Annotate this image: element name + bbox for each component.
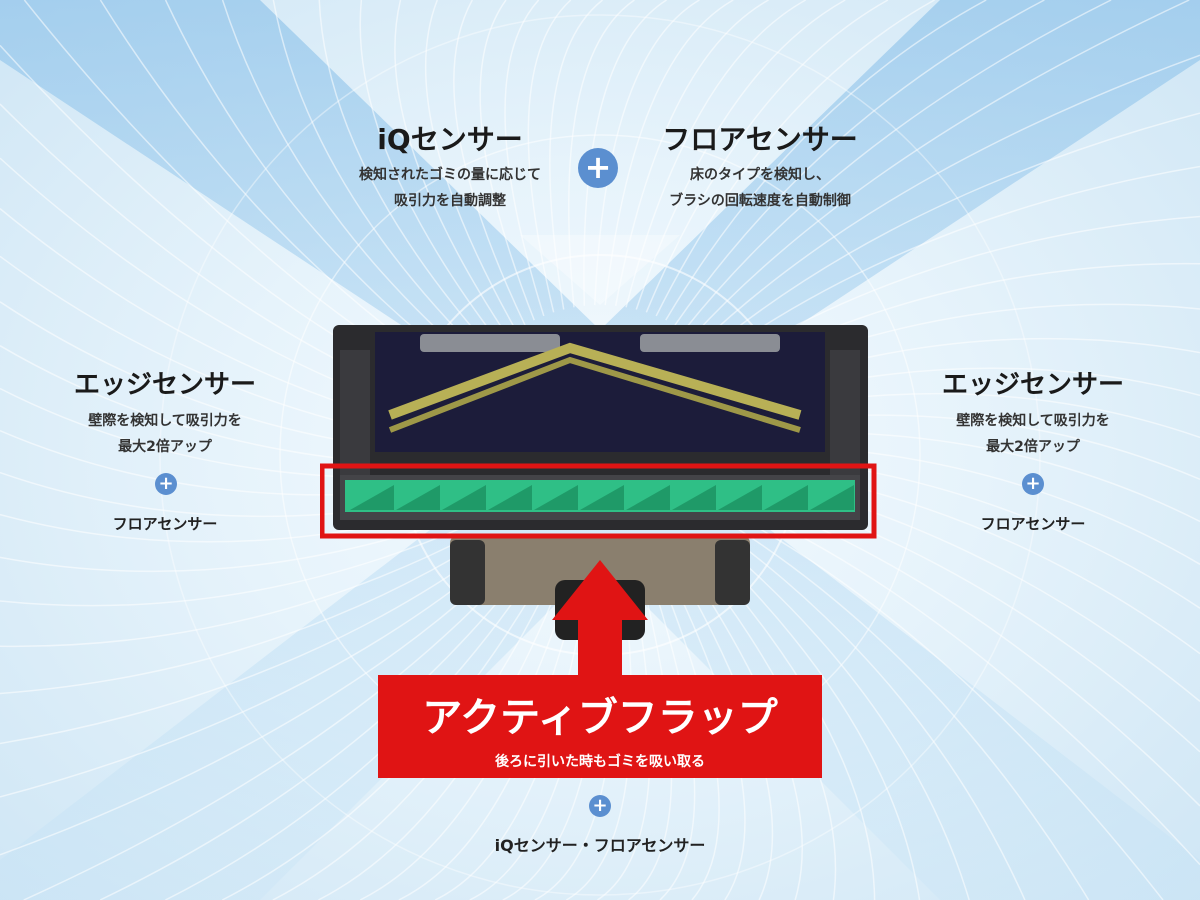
desc-line: 壁際を検知して吸引力を — [956, 413, 1110, 429]
center-sensors-text: iQセンサー・フロアセンサー — [494, 836, 706, 855]
radial-line — [99, 578, 517, 900]
radial-line — [398, 602, 575, 900]
flap-tooth — [396, 485, 440, 510]
desc-line: 最大2倍アップ — [118, 439, 212, 455]
radial-line — [665, 0, 987, 321]
radial-line — [165, 584, 526, 900]
radial-line — [453, 0, 526, 326]
radial-line — [707, 112, 1200, 352]
radial-line — [504, 0, 545, 317]
plus-icon: + — [155, 473, 177, 495]
desc-line: 床のタイプを検知し、 — [690, 167, 830, 183]
active-flap-label-box: アクティブフラップ 後ろに引いた時もゴミを吸い取る — [378, 675, 822, 778]
flap-tooth — [488, 485, 532, 510]
radial-line — [0, 542, 480, 695]
radial-line — [707, 558, 876, 900]
edge-sensor-right-title: エッジセンサー — [941, 370, 1124, 400]
radial-line — [318, 0, 493, 352]
radial-line — [583, 0, 667, 306]
desc-line: 壁際を検知して吸引力を — [88, 413, 242, 429]
active-flap-subtitle: 後ろに引いた時もゴミを吸い取る — [495, 754, 705, 770]
floor-sensor-desc: 床のタイプを検知し、 ブラシの回転速度を自動制御 — [605, 162, 915, 214]
vacuum-head-image — [320, 325, 877, 680]
radial-line — [221, 0, 480, 368]
radial-line — [674, 0, 1045, 326]
flap-tooth — [718, 485, 762, 510]
edge-sensor-left-title: エッジセンサー — [73, 370, 256, 400]
radial-line — [726, 533, 1026, 900]
radial-line — [549, 0, 604, 310]
edge-sensor-right-desc: 壁際を検知して吸引力を 最大2倍アップ — [908, 408, 1158, 460]
radial-line — [568, 0, 635, 308]
radial-line — [732, 524, 1090, 900]
iq-sensor-desc: 検知されたゴミの量に応じて 吸引力を自動調整 — [300, 162, 600, 214]
desc-line: 吸引力を自動調整 — [394, 193, 506, 209]
radial-line — [665, 589, 720, 900]
radial-line — [645, 0, 889, 313]
radial-line — [565, 602, 633, 900]
plus-icon: + — [589, 795, 611, 817]
radial-line — [0, 558, 493, 798]
radial-line — [655, 593, 696, 900]
radial-line — [23, 572, 509, 900]
active-flap-title: アクティブフラップ — [422, 695, 778, 741]
edge-right-floor-sensor: フロアセンサー — [980, 515, 1086, 533]
radial-line — [635, 0, 846, 310]
flap-tooth — [534, 485, 578, 510]
flap-tooth — [580, 485, 624, 510]
radial-line — [691, 0, 1190, 338]
flap-tooth — [764, 485, 808, 510]
radial-line — [359, 0, 501, 344]
flap-tooth — [442, 485, 486, 510]
radial-line — [604, 0, 734, 306]
flap-tooth — [672, 485, 716, 510]
radial-line — [625, 0, 807, 308]
radial-line — [597, 600, 651, 900]
flap-tooth — [350, 485, 394, 510]
floor-sensor-title: フロアセンサー — [662, 123, 858, 156]
radial-line — [272, 0, 486, 360]
flap-tooth — [810, 485, 854, 510]
radial-line — [714, 165, 1200, 360]
radial-line — [594, 0, 700, 306]
radial-line — [655, 0, 935, 317]
desc-line: 最大2倍アップ — [986, 439, 1080, 455]
radial-line — [0, 565, 501, 856]
radial-line — [699, 54, 1200, 345]
radial-line — [614, 0, 769, 306]
edge-sensor-left-desc: 壁際を検知して吸引力を 最大2倍アップ — [40, 408, 290, 460]
radial-line — [628, 597, 673, 900]
iq-sensor-title: iQセンサー — [377, 123, 523, 156]
radial-line — [0, 533, 474, 648]
radial-line — [272, 593, 545, 900]
radial-line — [0, 550, 486, 745]
radial-line — [359, 600, 565, 900]
edge-left-floor-sensor: フロアセンサー — [112, 515, 218, 533]
radial-line — [318, 597, 555, 900]
radial-line — [527, 0, 572, 313]
radial-line — [394, 0, 509, 338]
radial-line — [434, 604, 586, 900]
radial-line — [736, 515, 1164, 900]
desc-line: 検知されたゴミの量に応じて — [359, 167, 541, 183]
desc-line: ブラシの回転速度を自動制御 — [669, 193, 851, 209]
radial-line — [479, 0, 535, 321]
plus-icon: + — [578, 148, 618, 188]
flap-tooth — [626, 485, 670, 510]
arrow-up-icon — [552, 560, 648, 680]
radial-line — [720, 542, 970, 900]
radial-line — [424, 0, 517, 332]
radial-line — [0, 524, 468, 607]
radial-line — [714, 550, 921, 900]
plus-icon: + — [1022, 473, 1044, 495]
radial-line — [683, 0, 1112, 332]
